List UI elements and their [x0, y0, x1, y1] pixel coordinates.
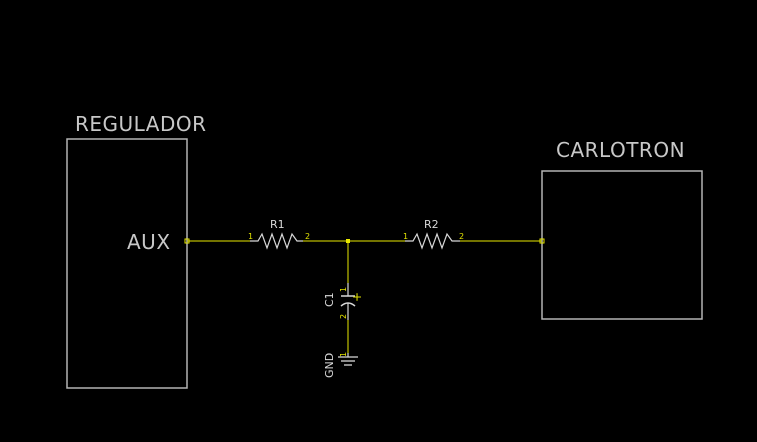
- c1-polarity-label: +: [350, 292, 364, 302]
- aux-pin-label: AUX: [127, 230, 171, 254]
- r1-pin2-label: 2: [305, 232, 310, 241]
- carlotron-block[interactable]: [541, 170, 703, 320]
- aux-pin-marker: [184, 238, 190, 244]
- gnd-pin-label: 1: [339, 352, 348, 357]
- carlotron-pin-marker: [539, 238, 545, 244]
- c1-ref-label: C1: [323, 292, 336, 307]
- c1-pin1-label: 1: [339, 287, 348, 292]
- capacitor-c1[interactable]: C1 + 1 2: [323, 283, 364, 320]
- ground-symbol[interactable]: GND 1: [323, 352, 358, 378]
- resistor-r2[interactable]: R2 1 2: [403, 218, 464, 250]
- r1-pin1-label: 1: [248, 232, 253, 241]
- regulador-label: REGULADOR: [75, 112, 207, 136]
- regulador-block[interactable]: [66, 138, 188, 389]
- c1-pin2-label: 2: [339, 314, 348, 319]
- r1-ref-label: R1: [270, 218, 285, 231]
- carlotron-label: CARLOTRON: [556, 138, 685, 162]
- r2-pin2-label: 2: [459, 232, 464, 241]
- r2-ref-label: R2: [424, 218, 439, 231]
- r2-pin1-label: 1: [403, 232, 408, 241]
- gnd-label: GND: [323, 353, 336, 378]
- resistor-r1[interactable]: R1 1 2: [248, 218, 310, 250]
- junction-dot: [346, 239, 350, 243]
